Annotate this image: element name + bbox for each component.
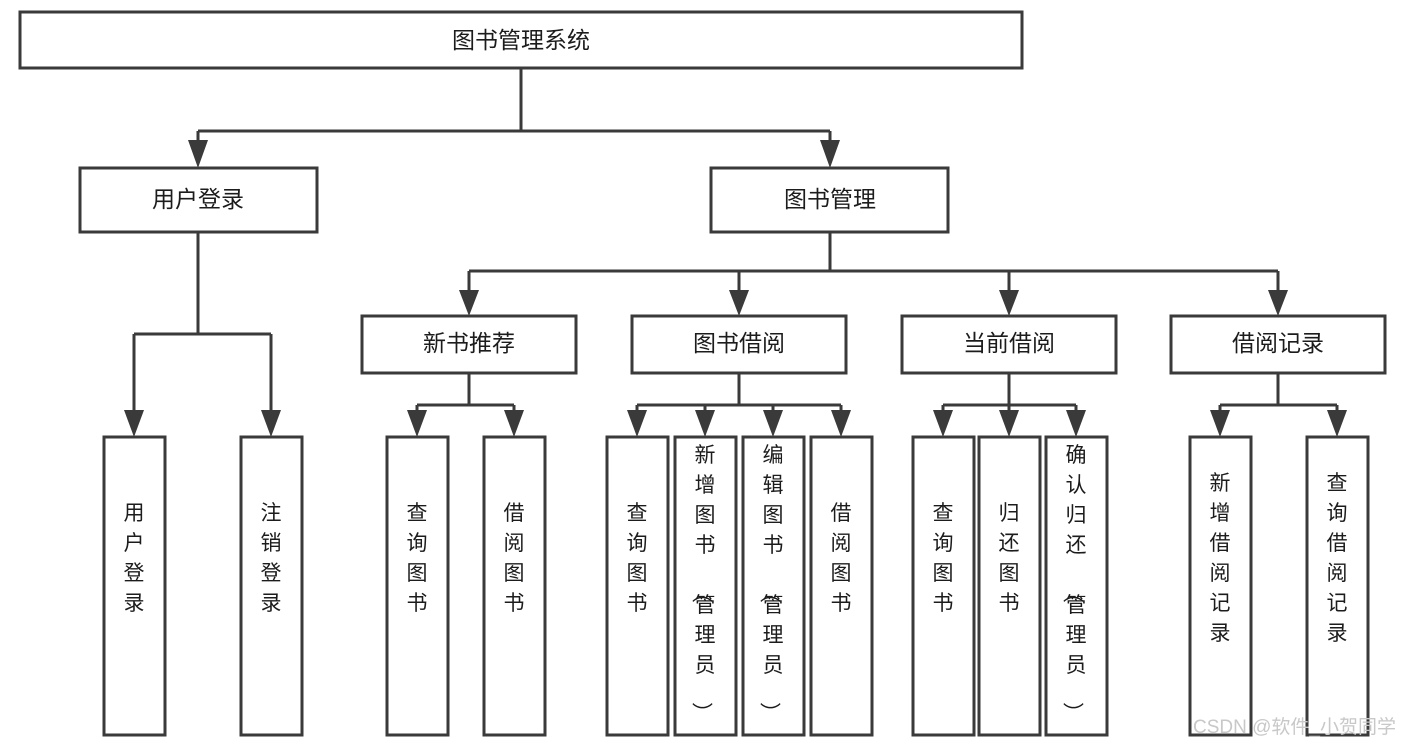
arrow-head-login: [188, 140, 208, 168]
node-leaf-br-edit-label: 编辑图书（管理员）: [758, 444, 784, 723]
connector-group-borrow-to-leaves: [627, 373, 851, 437]
node-leaf-cur-query-box[interactable]: [911, 435, 976, 737]
connector-group-login-to-leaves: [124, 232, 281, 437]
watermark-text: CSDN @软件_小贺同学: [1193, 716, 1396, 738]
arrow-head-leaf-br-query: [627, 410, 647, 437]
arrow-head-leaf-br-lend: [831, 410, 851, 437]
node-leaf-rec-query[interactable]: 查询借阅记录: [1305, 435, 1370, 737]
node-leaf-nb-borrow-label: 借阅图书: [504, 502, 525, 615]
node-leaf-br-query-box[interactable]: [605, 435, 670, 737]
arrow-head-bookmgmt: [820, 140, 840, 168]
node-leaf-cur-confirm-box[interactable]: [1044, 435, 1109, 737]
node-current-label: 当前借阅: [963, 330, 1055, 356]
node-leaf-br-add[interactable]: 新增图书（管理员）: [673, 435, 738, 737]
node-leaf-br-edit[interactable]: 编辑图书（管理员）: [741, 435, 806, 737]
connector-group-root-to-level2: [188, 68, 840, 168]
node-newbook[interactable]: 新书推荐: [360, 314, 578, 375]
node-leaf-rec-query-label: 查询借阅记录: [1327, 472, 1348, 645]
arrow-head-leaf-br-edit: [763, 410, 783, 437]
node-current[interactable]: 当前借阅: [900, 314, 1118, 375]
node-root[interactable]: 图书管理系统: [18, 10, 1024, 70]
arrow-head-newbook: [459, 290, 479, 316]
node-leaf-nb-query[interactable]: 查询图书: [385, 435, 450, 737]
connector-group-newbook-to-leaves: [407, 373, 524, 437]
node-leaf-user-login-label: 用户登录: [124, 502, 145, 615]
node-leaf-user-login[interactable]: 用户登录: [102, 435, 167, 737]
node-bookmgmt[interactable]: 图书管理: [709, 166, 950, 234]
node-bookmgmt-box[interactable]: [709, 166, 950, 234]
node-borrow[interactable]: 图书借阅: [630, 314, 848, 375]
arrow-head-records: [1268, 290, 1288, 316]
arrow-head-leaf-cur-query: [933, 410, 953, 437]
node-leaf-nb-borrow[interactable]: 借阅图书: [482, 435, 547, 737]
node-root-box[interactable]: [18, 10, 1024, 70]
node-borrow-label: 图书借阅: [693, 330, 785, 356]
node-borrow-box[interactable]: [630, 314, 848, 375]
node-leaf-cur-confirm-label: 确认归还（管理员）: [1061, 444, 1087, 723]
node-leaf-nb-query-box[interactable]: [385, 435, 450, 737]
node-login-box[interactable]: [78, 166, 319, 234]
connector-group-bookmgmt-to-level3: [459, 232, 1288, 316]
arrow-head-leaf-cur-confirm: [1066, 410, 1086, 437]
node-leaf-user-login-box[interactable]: [102, 435, 167, 737]
node-leaf-br-query[interactable]: 查询图书: [605, 435, 670, 737]
arrow-head-leaf-nb-borrow: [504, 410, 524, 437]
arrow-head-leaf-rec-query: [1327, 410, 1347, 437]
node-leaf-br-add-label: 新增图书（管理员）: [690, 444, 716, 723]
node-newbook-label: 新书推荐: [423, 330, 515, 356]
node-leaf-br-edit-box[interactable]: [741, 435, 806, 737]
node-current-box[interactable]: [900, 314, 1118, 375]
node-leaf-user-logout[interactable]: 注销登录: [239, 435, 304, 737]
node-records-label: 借阅记录: [1232, 330, 1324, 356]
arrow-head-leaf-user-logout: [261, 410, 281, 437]
arrow-head-borrow: [729, 290, 749, 316]
node-login-label: 用户登录: [152, 186, 244, 212]
node-leaf-br-add-box[interactable]: [673, 435, 738, 737]
arrow-head-leaf-br-add: [695, 410, 715, 437]
connector-group-current-to-leaves: [933, 373, 1086, 437]
node-records-box[interactable]: [1169, 314, 1387, 375]
arrow-head-leaf-user-login: [124, 410, 144, 437]
arrow-head-current: [999, 290, 1019, 316]
node-leaf-rec-query-box[interactable]: [1305, 435, 1370, 737]
node-bookmgmt-label: 图书管理: [784, 186, 876, 212]
node-records[interactable]: 借阅记录: [1169, 314, 1387, 375]
node-leaf-br-lend[interactable]: 借阅图书: [809, 435, 874, 737]
node-leaf-nb-query-label: 查询图书: [407, 502, 428, 615]
node-leaf-rec-add-box[interactable]: [1188, 435, 1253, 737]
arrow-head-leaf-nb-query: [407, 410, 427, 437]
node-newbook-box[interactable]: [360, 314, 578, 375]
node-leaf-cur-return-label: 归还图书: [999, 502, 1020, 615]
node-root-label: 图书管理系统: [452, 27, 590, 53]
node-leaf-cur-return-box[interactable]: [977, 435, 1042, 737]
node-leaf-br-lend-label: 借阅图书: [831, 502, 852, 615]
node-leaf-cur-confirm[interactable]: 确认归还（管理员）: [1044, 435, 1109, 737]
node-login[interactable]: 用户登录: [78, 166, 319, 234]
node-leaf-rec-add[interactable]: 新增借阅记录: [1188, 435, 1253, 737]
node-leaf-nb-borrow-box[interactable]: [482, 435, 547, 737]
node-leaf-cur-query-label: 查询图书: [933, 502, 954, 615]
node-leaf-user-logout-label: 注销登录: [261, 502, 282, 615]
node-leaf-user-logout-box[interactable]: [239, 435, 304, 737]
node-leaf-cur-return[interactable]: 归还图书: [977, 435, 1042, 737]
node-leaf-rec-add-label: 新增借阅记录: [1210, 472, 1231, 645]
node-leaf-br-query-label: 查询图书: [627, 502, 648, 615]
connector-group-records-to-leaves: [1210, 373, 1347, 437]
arrow-head-leaf-rec-add: [1210, 410, 1230, 437]
node-leaf-br-lend-box[interactable]: [809, 435, 874, 737]
node-leaf-cur-query[interactable]: 查询图书: [911, 435, 976, 737]
arrow-head-leaf-cur-return: [999, 410, 1019, 437]
